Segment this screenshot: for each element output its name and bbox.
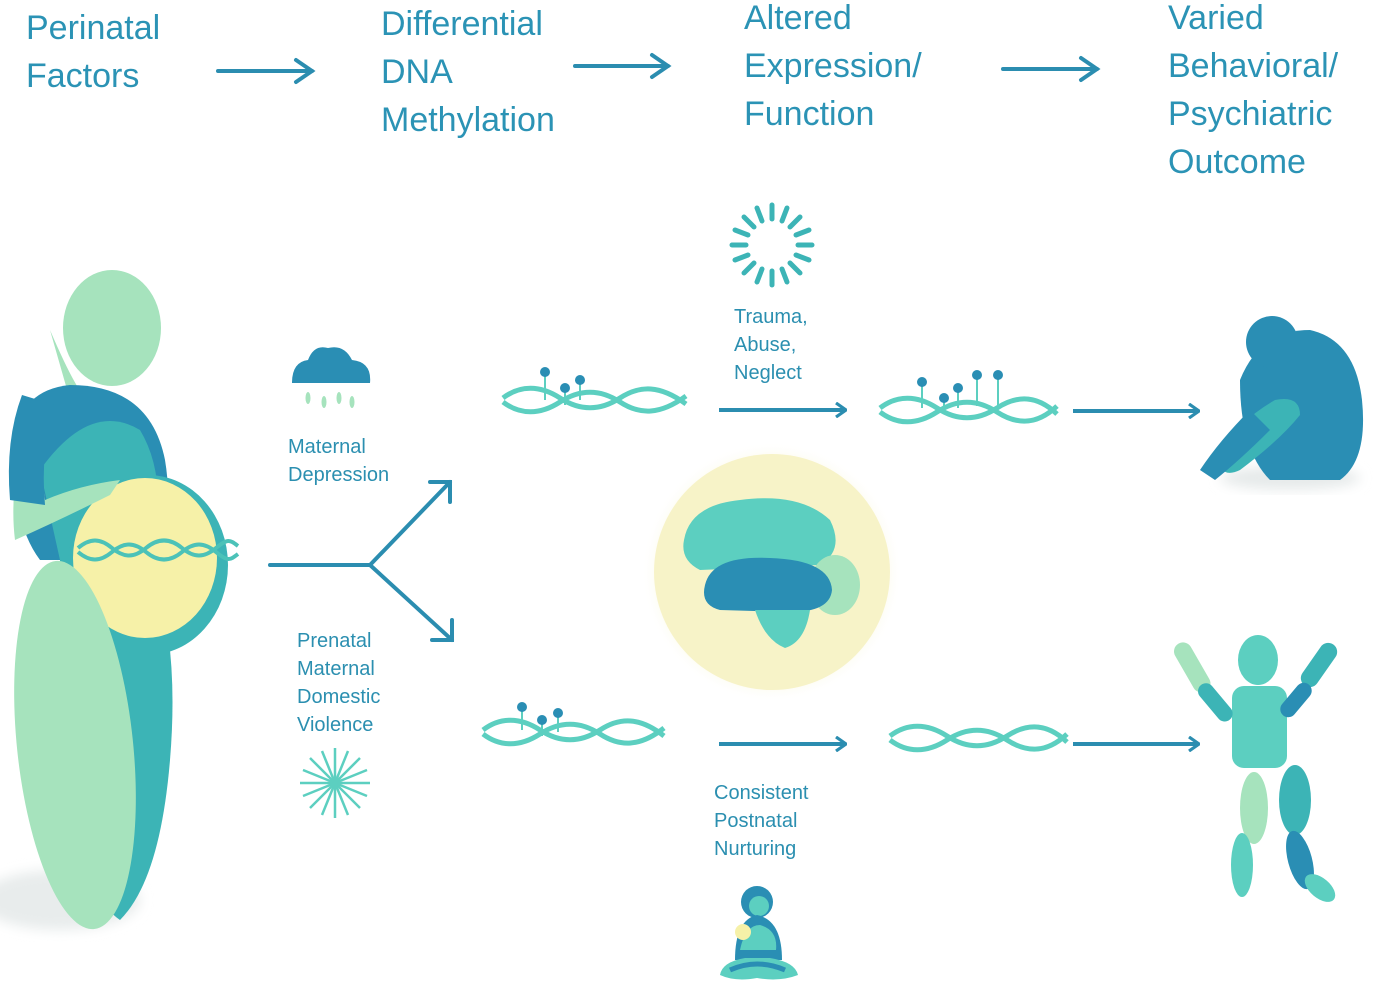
label-line: Nurturing xyxy=(714,838,797,860)
header-arrow-2 xyxy=(573,53,672,79)
dna-methylated-upper-right xyxy=(878,370,1059,425)
label-line: Maternal xyxy=(297,658,375,680)
sad-person-icon xyxy=(1200,316,1364,490)
happy-person-icon xyxy=(1174,635,1338,902)
step-altered-expression: Altered Expression/ Function xyxy=(744,0,922,138)
label-nurturing: Consistent Postnatal Nurturing xyxy=(714,779,809,863)
step-varied-outcome: Varied Behavioral/ Psychiatric Outcome xyxy=(1168,0,1338,186)
nurturing-mother-icon xyxy=(720,886,798,980)
label-line: Trauma, xyxy=(734,306,808,328)
pregnant-woman-icon xyxy=(0,270,240,930)
step-dna-methylation: Differential DNA Methylation xyxy=(381,0,555,144)
step-perinatal-factors: Perinatal Factors xyxy=(26,4,160,100)
step-text: Factors xyxy=(26,57,140,95)
step-text: Altered xyxy=(744,0,852,37)
header-arrow-3 xyxy=(1001,56,1101,82)
split-arrow xyxy=(268,480,454,642)
header-arrow-1 xyxy=(216,58,316,84)
dna-methylated-lower xyxy=(481,702,666,747)
dna-unmethylated-lower-right xyxy=(888,723,1069,753)
label-trauma: Trauma, Abuse, Neglect xyxy=(734,303,808,387)
step-text: Psychiatric xyxy=(1168,95,1333,133)
label-line: Prenatal xyxy=(297,630,372,652)
brain-icon xyxy=(642,442,902,702)
rain-cloud-icon xyxy=(292,347,371,408)
label-line: Maternal xyxy=(288,436,366,458)
step-text: Varied xyxy=(1168,0,1264,37)
step-text: Function xyxy=(744,95,875,133)
starburst-icon xyxy=(300,748,370,818)
label-domestic-violence: Prenatal Maternal Domestic Violence xyxy=(297,627,380,739)
step-text: DNA xyxy=(381,53,453,91)
step-text: Outcome xyxy=(1168,143,1306,181)
label-line: Violence xyxy=(297,714,374,736)
step-text: Methylation xyxy=(381,101,555,139)
label-line: Neglect xyxy=(734,362,802,384)
label-line: Depression xyxy=(288,464,390,486)
label-line: Domestic xyxy=(297,686,381,708)
step-text: Differential xyxy=(381,5,543,43)
dna-methylated-upper xyxy=(501,367,688,415)
step-text: Behavioral/ xyxy=(1168,47,1339,85)
step-text: Perinatal xyxy=(26,9,161,47)
label-line: Postnatal xyxy=(714,810,798,832)
label-line: Consistent xyxy=(714,782,809,804)
step-text: Expression/ xyxy=(744,47,922,85)
label-maternal-depression: Maternal Depression xyxy=(288,433,389,489)
label-line: Abuse, xyxy=(734,334,797,356)
sunburst-icon xyxy=(729,202,815,288)
header-arrows xyxy=(216,53,1101,84)
